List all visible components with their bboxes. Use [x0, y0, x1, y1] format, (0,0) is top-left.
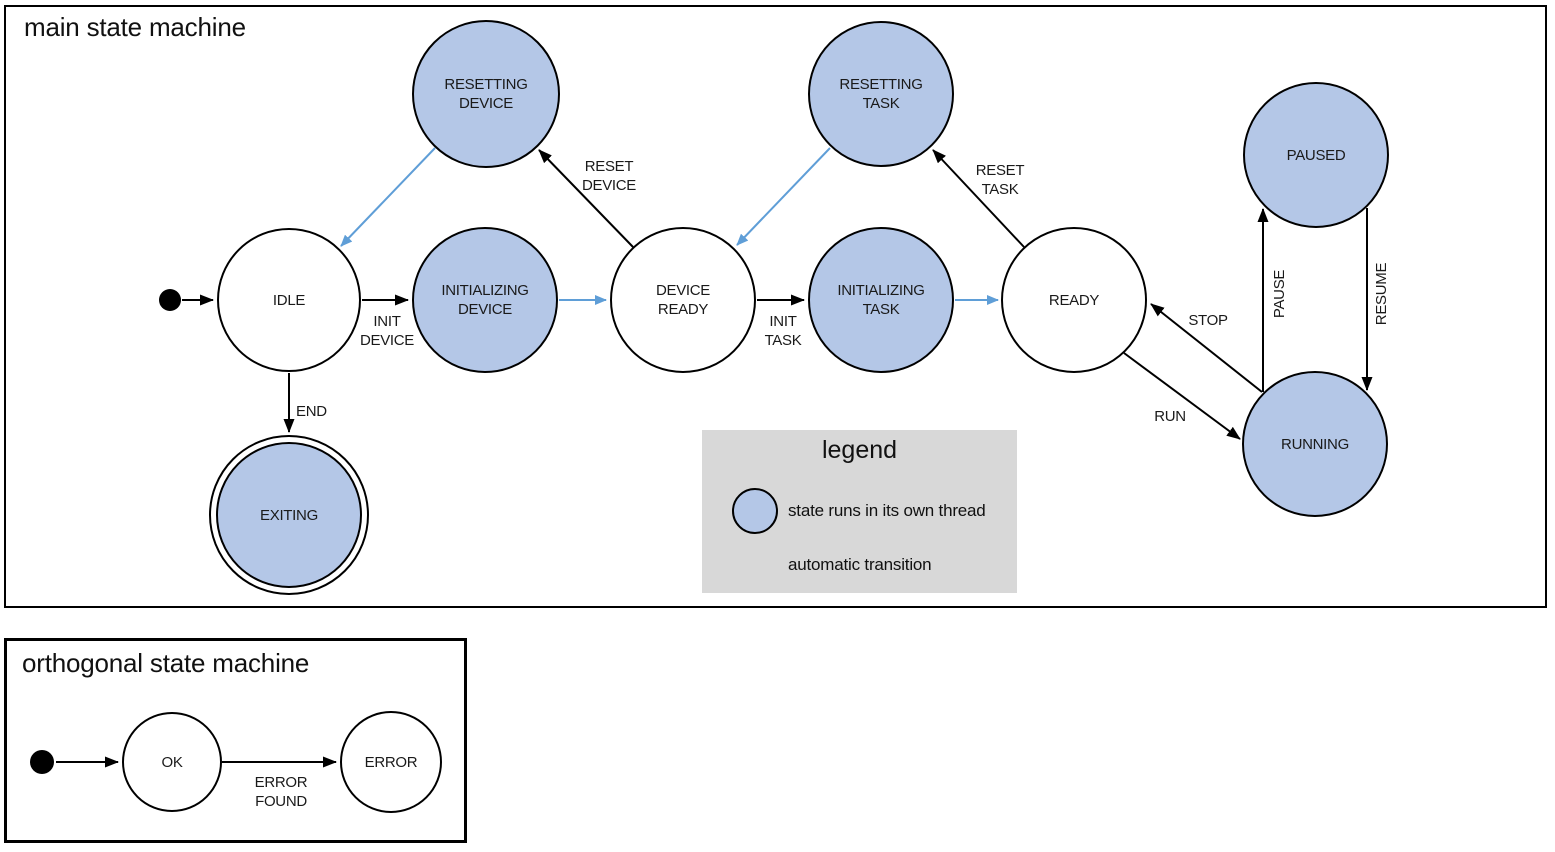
state-initializing-task: INITIALIZING TASK: [808, 227, 954, 373]
legend-box: legend state runs in its own thread auto…: [702, 430, 1017, 593]
state-ready-label: READY: [1048, 291, 1100, 309]
transition-stop-label: STOP: [1188, 312, 1228, 329]
state-paused-label: PAUSED: [1286, 146, 1346, 164]
transition-reset-device-label: RESET DEVICE: [581, 158, 637, 194]
state-initializing-device-label: INITIALIZING DEVICE: [441, 282, 529, 318]
transition-reset-task-label: RESET TASK: [975, 162, 1025, 198]
state-running: RUNNING: [1242, 371, 1388, 517]
state-idle: IDLE: [217, 228, 361, 372]
state-device-ready: DEVICE READY: [610, 227, 756, 373]
state-error-label: ERROR: [364, 753, 418, 771]
state-resetting-task-label: RESETTING TASK: [839, 76, 923, 112]
state-resetting-device-label: RESETTING DEVICE: [444, 76, 528, 112]
transition-run-label: RUN: [1154, 408, 1186, 425]
state-error: ERROR: [340, 711, 442, 813]
transition-pause-label: PAUSE: [1271, 269, 1288, 319]
state-exiting-inner-circle: EXITING: [216, 442, 362, 588]
legend-threaded-state-label: state runs in its own thread: [788, 501, 986, 520]
state-initializing-task-label: INITIALIZING TASK: [837, 282, 925, 318]
orthogonal-state-machine-frame: [4, 638, 467, 843]
state-initializing-device: INITIALIZING DEVICE: [412, 227, 558, 373]
transition-resume-label: RESUME: [1373, 262, 1390, 326]
orthogonal-diagram-title: orthogonal state machine: [22, 648, 310, 678]
state-resetting-task: RESETTING TASK: [808, 21, 954, 167]
legend-threaded-state-icon: [732, 488, 778, 534]
state-running-label: RUNNING: [1281, 435, 1349, 453]
legend-title: legend: [821, 436, 898, 464]
transition-init-device-label: INIT DEVICE: [359, 313, 415, 349]
state-resetting-device: RESETTING DEVICE: [412, 20, 560, 168]
state-ready: READY: [1001, 227, 1147, 373]
main-state-machine-frame: [4, 5, 1547, 608]
legend-automatic-transition-label: automatic transition: [788, 555, 932, 574]
state-paused: PAUSED: [1243, 82, 1389, 228]
state-exiting-final: EXITING: [209, 435, 369, 595]
main-diagram-title: main state machine: [24, 12, 246, 42]
state-device-ready-label: DEVICE READY: [655, 282, 711, 318]
state-exiting-label: EXITING: [260, 506, 318, 524]
transition-end-label: END: [296, 403, 327, 420]
transition-init-task-label: INIT TASK: [764, 313, 802, 349]
state-idle-label: IDLE: [272, 291, 306, 309]
state-ok: OK: [122, 712, 222, 812]
state-ok-label: OK: [161, 753, 183, 771]
transition-error-found-label: ERROR FOUND: [254, 774, 308, 810]
